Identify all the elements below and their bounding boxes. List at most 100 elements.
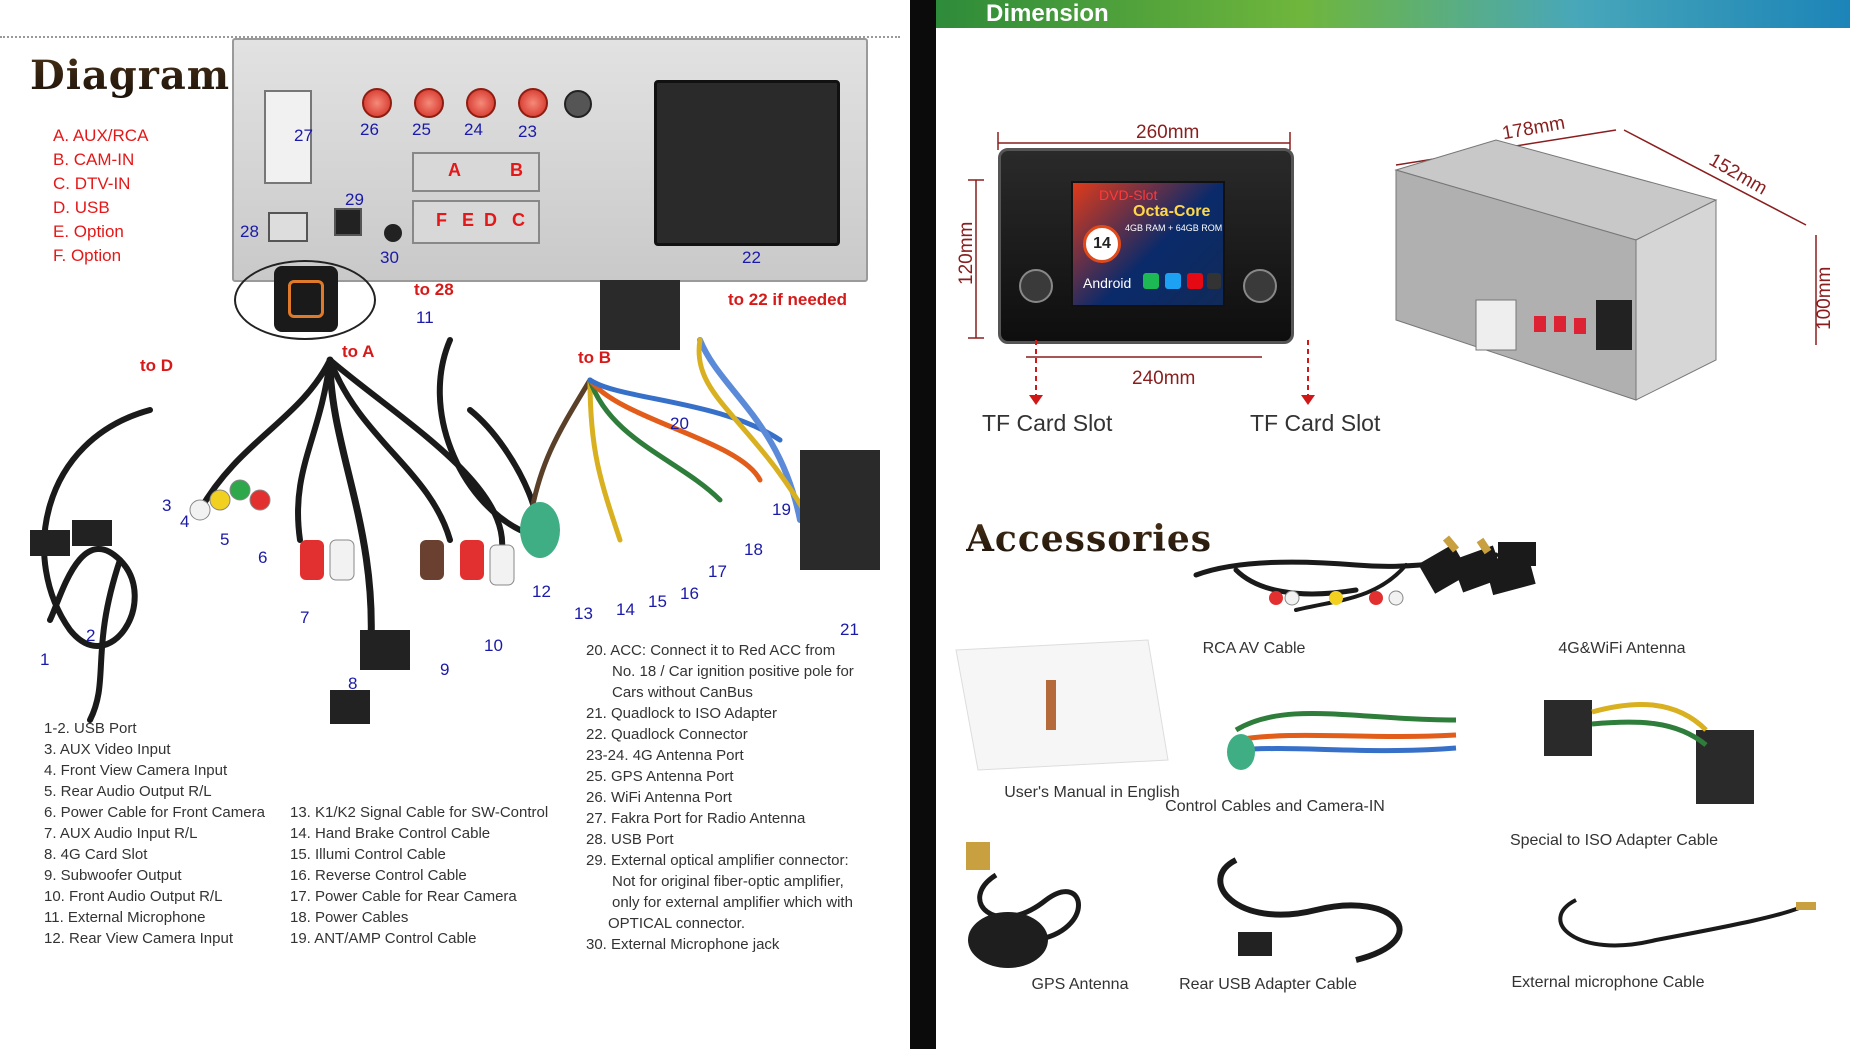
list-item: 3. AUX Video Input bbox=[44, 741, 171, 758]
right-knob bbox=[1243, 269, 1277, 303]
list-item: 8. 4G Card Slot bbox=[44, 846, 148, 863]
list-item: 19. ANT/AMP Control Cable bbox=[290, 930, 477, 947]
iso-plug bbox=[800, 450, 880, 570]
list-item: 18. Power Cables bbox=[290, 909, 409, 926]
cable-num-21: 21 bbox=[840, 620, 859, 639]
port-num-30: 30 bbox=[380, 248, 399, 267]
list-item: 15. Illumi Control Cable bbox=[290, 846, 446, 863]
caption-4g-wifi-antenna: 4G&WiFi Antenna bbox=[1558, 640, 1686, 657]
4g-port-2 bbox=[518, 88, 548, 118]
4g-port-1 bbox=[466, 88, 496, 118]
dvd-slot-label: DVD-Slot bbox=[1099, 187, 1158, 203]
caption-rca-av-cable: RCA AV Cable bbox=[1202, 640, 1306, 657]
ram-rom-label: 4GB RAM + 64GB ROM bbox=[1125, 223, 1223, 233]
left-knob bbox=[1019, 269, 1053, 303]
connector-letter-f: F bbox=[436, 210, 447, 230]
accessory-images bbox=[955, 535, 1816, 968]
legend-f: F. Option bbox=[53, 246, 122, 265]
callout-to-22: to 22 if needed bbox=[728, 290, 848, 309]
cable-num-19: 19 bbox=[772, 500, 791, 519]
list-item: 16. Reverse Control Cable bbox=[290, 867, 467, 884]
callout-to-d: to D bbox=[140, 356, 174, 375]
caption-external-microphone: External microphone Cable bbox=[1511, 974, 1705, 991]
cable-num-7: 7 bbox=[300, 608, 310, 627]
list-item: 9. Subwoofer Output bbox=[44, 867, 182, 884]
diagram-heading: Diagram bbox=[30, 52, 231, 99]
port-num-22: 22 bbox=[742, 248, 761, 267]
fakra-port bbox=[264, 90, 312, 184]
dimension-heading: Dimension bbox=[986, 0, 1109, 27]
cable-num-10: 10 bbox=[484, 636, 503, 655]
cable-num-6: 6 bbox=[258, 548, 268, 567]
list-item: OPTICAL connector. bbox=[608, 915, 746, 932]
legend-a: A. AUX/RCA bbox=[53, 126, 149, 145]
list-item: 14. Hand Brake Control Cable bbox=[290, 825, 491, 842]
list-item: 23-24. 4G Antenna Port bbox=[586, 747, 744, 764]
cable-num-8: 8 bbox=[348, 674, 358, 693]
list-item: 1-2. USB Port bbox=[44, 720, 137, 737]
cable-num-4: 4 bbox=[180, 512, 190, 531]
port-num-25: 25 bbox=[412, 120, 431, 139]
port-num-27: 27 bbox=[294, 126, 313, 145]
caption-user-manual: User's Manual in English bbox=[1004, 784, 1180, 801]
list-item: 6. Power Cable for Front Camera bbox=[44, 804, 265, 821]
callout-to-b: to B bbox=[578, 348, 612, 367]
legend-c: C. DTV-IN bbox=[53, 174, 131, 193]
cable-num-16: 16 bbox=[680, 584, 699, 603]
rear-head-unit-illustration bbox=[1394, 139, 1718, 401]
cable-num-15: 15 bbox=[648, 592, 667, 611]
callout-to-28: to 28 bbox=[414, 280, 454, 299]
list-item: 30. External Microphone jack bbox=[586, 936, 780, 953]
kodi-icon bbox=[1207, 273, 1221, 289]
caption-rear-usb-adapter: Rear USB Adapter Cable bbox=[1179, 976, 1357, 993]
connector-ab: A B bbox=[412, 152, 540, 192]
cable-num-14: 14 bbox=[616, 600, 635, 619]
list-item: 5. Rear Audio Output R/L bbox=[44, 783, 212, 800]
quadlock-socket bbox=[654, 80, 840, 246]
list-item: 4. Front View Camera Input bbox=[44, 762, 228, 779]
quadlock-plug bbox=[600, 280, 680, 350]
cable-num-3: 3 bbox=[162, 496, 172, 515]
wiring-cables-illustration bbox=[30, 280, 880, 724]
netflix-icon bbox=[1187, 273, 1203, 289]
dab-port bbox=[564, 90, 592, 118]
list-item: 7. AUX Audio Input R/L bbox=[44, 825, 198, 842]
connector-letter-b: B bbox=[510, 160, 523, 180]
tf-card-slot-right: TF Card Slot bbox=[1250, 410, 1381, 436]
dimension-lines bbox=[968, 129, 1817, 405]
usb-plug-2 bbox=[72, 520, 112, 546]
dotted-divider bbox=[0, 36, 900, 38]
legend-d: D. USB bbox=[53, 198, 110, 217]
connector-letter-e: E bbox=[462, 210, 475, 230]
spotify-icon bbox=[1143, 273, 1159, 289]
port-list-column-2: 13. K1/K2 Signal Cable for SW-Control 14… bbox=[290, 802, 548, 949]
cable-num-20: 20 bbox=[670, 414, 689, 433]
cable-num-12: 12 bbox=[532, 582, 551, 601]
front-head-unit: DVD-Slot Octa-Core 4GB RAM + 64GB ROM 14… bbox=[998, 148, 1294, 344]
port-list-column-1: 1-2. USB Port 3. AUX Video Input 4. Fron… bbox=[44, 718, 265, 949]
list-item: 10. Front Audio Output R/L bbox=[44, 888, 223, 905]
port-num-26: 26 bbox=[360, 120, 379, 139]
wifi-port bbox=[362, 88, 392, 118]
port-num-29: 29 bbox=[345, 190, 364, 209]
connector-letter-c: C bbox=[512, 210, 525, 230]
list-item: 13. K1/K2 Signal Cable for SW-Control bbox=[290, 804, 549, 821]
optical-icon bbox=[274, 266, 338, 332]
list-item: 11. External Microphone bbox=[44, 909, 206, 926]
callout-to-a: to A bbox=[342, 342, 375, 361]
cable-num-9: 9 bbox=[440, 660, 450, 679]
optical-zoom-bubble bbox=[234, 260, 376, 340]
mic-jack bbox=[384, 224, 402, 242]
tf-card-slot-left: TF Card Slot bbox=[982, 410, 1113, 436]
cable-num-1: 1 bbox=[40, 650, 50, 669]
cable-num-18: 18 bbox=[744, 540, 763, 559]
list-item: 25. GPS Antenna Port bbox=[586, 768, 734, 785]
list-item: 27. Fakra Port for Radio Antenna bbox=[586, 810, 806, 827]
octa-core-label: Octa-Core bbox=[1133, 203, 1211, 220]
accessories-heading: Accessories bbox=[966, 518, 1213, 560]
twitter-icon bbox=[1165, 273, 1181, 289]
optical-port bbox=[334, 208, 362, 236]
unit-screen: DVD-Slot Octa-Core 4GB RAM + 64GB ROM 14… bbox=[1071, 181, 1225, 307]
list-item: 26. WiFi Antenna Port bbox=[586, 789, 732, 806]
android-14-badge: 14 bbox=[1083, 225, 1121, 263]
